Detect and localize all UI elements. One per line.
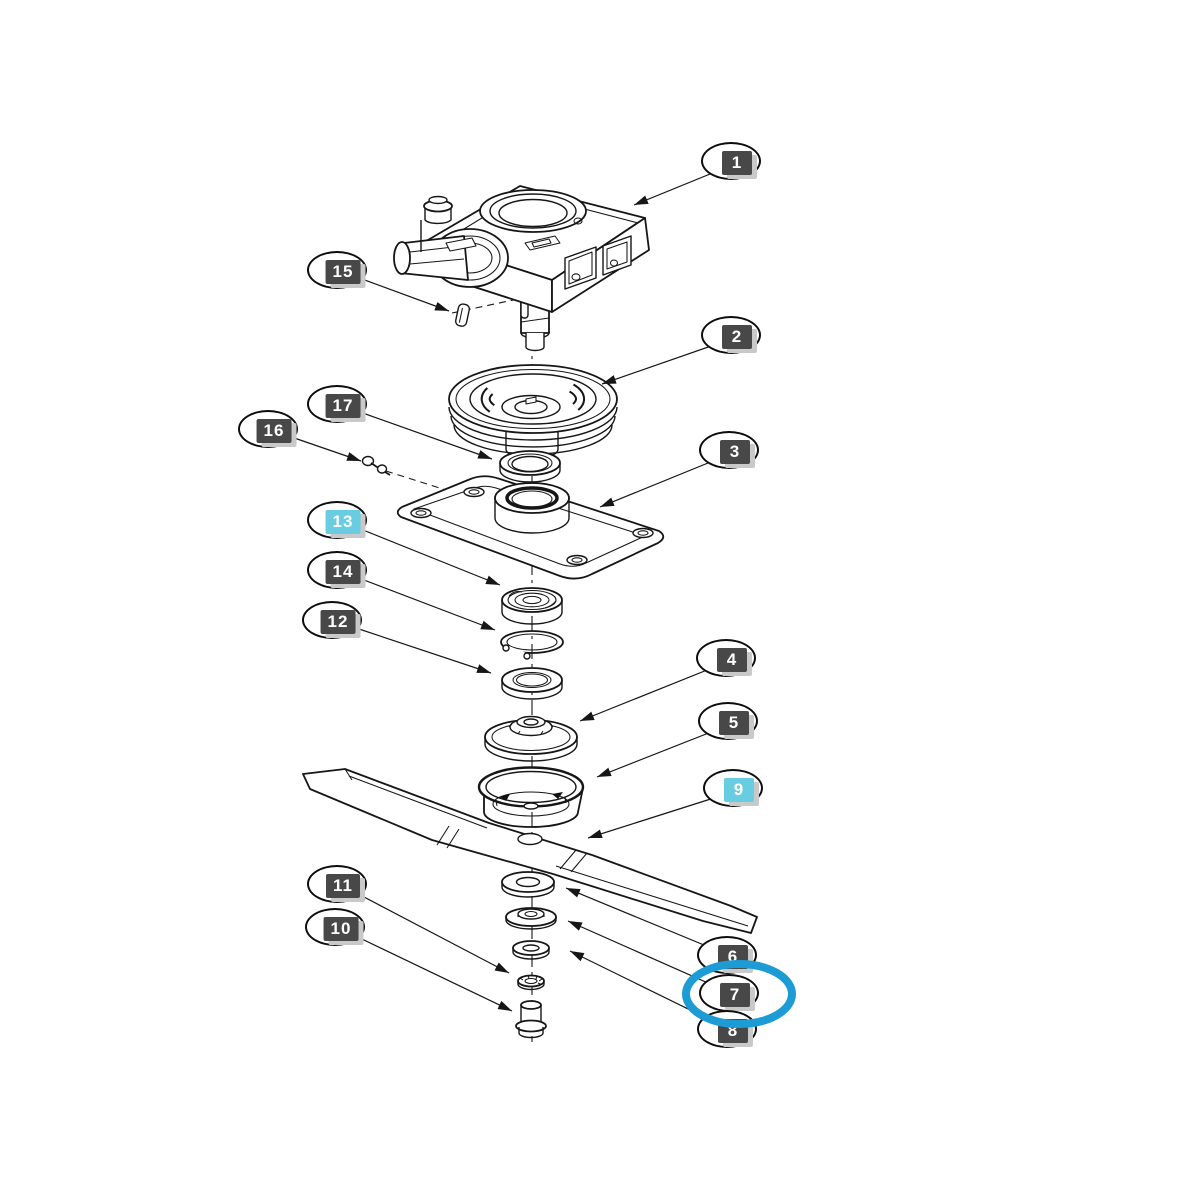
- callout-12-badge[interactable]: 12: [320, 610, 356, 634]
- callout-8-badge[interactable]: 8: [718, 1019, 748, 1043]
- insertion-dashed-lines: [385, 298, 519, 498]
- part-grease-fitting: [361, 455, 391, 476]
- callout-17-badge[interactable]: 17: [325, 394, 361, 418]
- callout-9-badge[interactable]: 9: [724, 778, 754, 802]
- callout-11-badge[interactable]: 11: [326, 874, 360, 898]
- part-gearbox: [393, 185, 650, 352]
- leader-line-12: [337, 621, 492, 674]
- callout-10-badge[interactable]: 10: [323, 917, 359, 941]
- part-washer-8: [512, 940, 550, 960]
- part-blade-cup: [477, 766, 585, 828]
- part-washer-7: [505, 907, 557, 930]
- callout-2-badge[interactable]: 2: [722, 325, 752, 349]
- part-key: [454, 303, 471, 327]
- part-snap-ring: [500, 630, 564, 664]
- leader-line-14: [342, 571, 496, 631]
- part-lock-washer: [517, 974, 545, 991]
- part-washer-6: [501, 871, 555, 898]
- callout-7-badge[interactable]: 7: [720, 983, 750, 1007]
- callout-6-badge[interactable]: 6: [718, 945, 748, 969]
- part-blade: [302, 768, 758, 934]
- callout-13-badge[interactable]: 13: [325, 510, 361, 534]
- leader-line-13: [342, 521, 501, 586]
- callout-1-badge[interactable]: 1: [722, 151, 752, 175]
- leader-line-11: [342, 885, 510, 974]
- part-blade-hub: [484, 715, 578, 762]
- callout-3-badge[interactable]: 3: [720, 440, 750, 464]
- part-seal-ring: [499, 450, 561, 483]
- callout-4-badge[interactable]: 4: [717, 648, 747, 672]
- callout-5-badge[interactable]: 5: [719, 711, 749, 735]
- part-mounting-plate: [396, 475, 665, 580]
- part-pulley: [448, 364, 618, 460]
- leader-line-10: [340, 928, 513, 1012]
- part-bearing: [501, 587, 563, 625]
- callout-14-badge[interactable]: 14: [325, 560, 361, 584]
- callout-16-badge[interactable]: 16: [256, 419, 292, 443]
- part-washer-12: [501, 667, 563, 700]
- leader-line-17: [342, 405, 493, 460]
- part-bolt: [515, 1000, 547, 1039]
- callout-15-badge[interactable]: 15: [325, 260, 361, 284]
